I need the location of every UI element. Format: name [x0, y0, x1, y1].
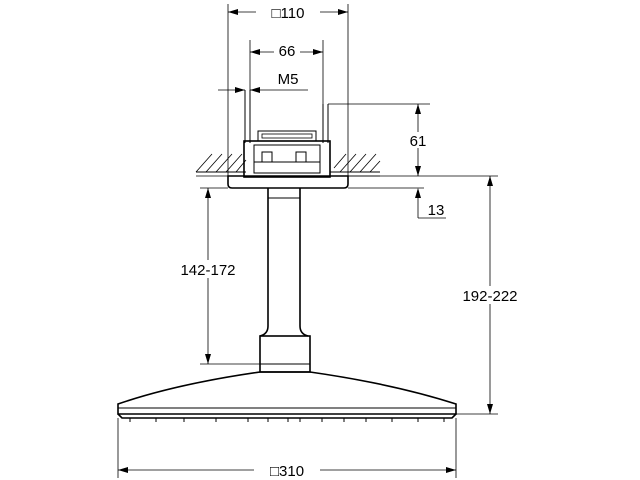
dim-bolt-spacing-label: 66 — [279, 43, 296, 60]
shower-head — [117, 371, 457, 422]
dim-thread-label: M5 — [278, 71, 299, 88]
dim-head-width: □310 — [117, 418, 457, 480]
dim-arm-length: 142-172 — [170, 187, 260, 365]
head-connector — [259, 335, 311, 373]
dim-head-width-label: □310 — [270, 463, 304, 480]
dim-overall-height-label: 192-222 — [462, 288, 517, 305]
dim-ceiling-offset: 13 — [348, 187, 446, 219]
dim-mount-height: 61 — [328, 103, 440, 177]
ceiling-hatch — [195, 153, 381, 177]
dim-box-width: □110 — [227, 3, 349, 184]
dim-box-width-label: □110 — [272, 5, 305, 22]
bolts — [244, 90, 329, 143]
nozzle-row — [129, 418, 445, 422]
dim-arm-length-label: 142-172 — [180, 262, 235, 279]
dim-bolt-spacing: 66 — [249, 40, 324, 106]
mounting-box — [243, 130, 331, 178]
dim-overall-height: 192-222 — [440, 175, 528, 415]
shower-arm — [259, 188, 309, 337]
dim-mount-height-label: 61 — [410, 133, 427, 150]
dim-thread: M5 — [218, 71, 308, 93]
ceiling-plate — [227, 175, 349, 189]
dim-ceiling-offset-label: 13 — [428, 202, 445, 219]
